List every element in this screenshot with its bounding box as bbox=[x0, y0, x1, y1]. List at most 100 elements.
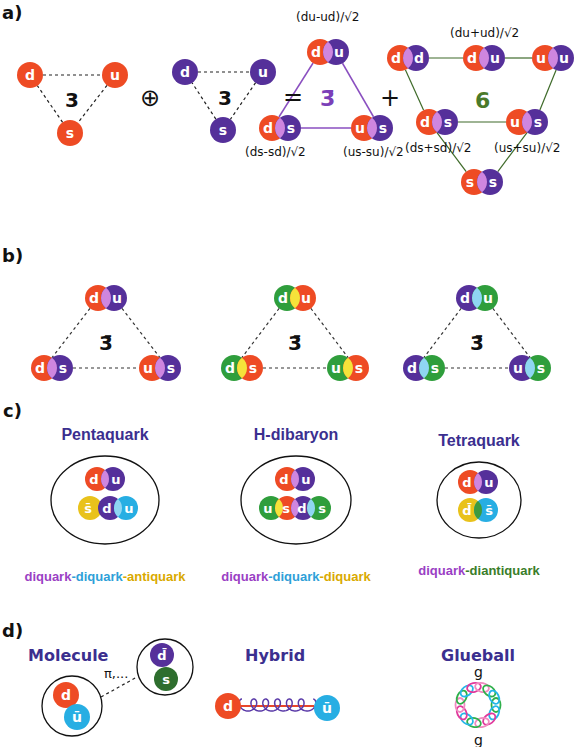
quark-circle: s bbox=[477, 169, 503, 195]
multiplet-line bbox=[192, 83, 216, 119]
quark-circle: d bbox=[53, 682, 79, 708]
quark-circle: s bbox=[432, 109, 458, 135]
quark-circle: d bbox=[172, 59, 198, 85]
multiplet-line bbox=[73, 367, 139, 368]
multiplet-line bbox=[505, 57, 532, 58]
diagram-label: (us+su)/√2 bbox=[494, 141, 560, 155]
multiplet-line bbox=[52, 308, 90, 357]
quark-circle: u bbox=[474, 470, 498, 494]
quark-circle: s bbox=[154, 667, 178, 691]
quark-circle: s bbox=[343, 355, 369, 381]
content-part: -diquark bbox=[268, 569, 319, 584]
quark-letter: u bbox=[104, 467, 128, 491]
hadron-title: Tetraquark bbox=[438, 432, 520, 450]
quark-letter: s bbox=[158, 355, 184, 381]
diagram-label: 3̄ bbox=[320, 86, 335, 111]
quark-letter: s bbox=[528, 355, 554, 381]
quark-letter: u bbox=[104, 285, 130, 311]
quark-letter: s bbox=[346, 355, 372, 381]
quark-letter: s bbox=[50, 355, 76, 381]
quark-circle: u bbox=[323, 39, 349, 65]
quark-letter: s bbox=[154, 667, 178, 691]
quark-circle: ū bbox=[314, 695, 340, 721]
quark-letter: d̄ bbox=[150, 643, 174, 667]
quark-circle: ū bbox=[64, 704, 90, 730]
diagram-label: 6 bbox=[475, 88, 490, 113]
content-part: -diantiquark bbox=[465, 563, 539, 578]
diagram-label: g bbox=[474, 732, 483, 747]
quark-letter: u bbox=[294, 467, 318, 491]
quark-letter: ū bbox=[64, 704, 90, 730]
gluon-loop bbox=[459, 683, 476, 699]
quark-letter: s bbox=[240, 355, 266, 381]
diagram-label: c) bbox=[3, 400, 22, 421]
quark-circle: u bbox=[291, 467, 315, 491]
gluon-loop bbox=[474, 682, 490, 694]
glueball-loops bbox=[455, 682, 502, 729]
quark-circle: s bbox=[210, 117, 236, 143]
quark-circle: d̄ bbox=[150, 643, 174, 667]
quark-letter: s̄ bbox=[477, 498, 501, 522]
quark-circle: s bbox=[419, 355, 445, 381]
quark-letter: s bbox=[278, 115, 304, 141]
quark-circle: u bbox=[472, 285, 498, 311]
quark-letter: u bbox=[117, 496, 141, 520]
diagram-label: a) bbox=[2, 2, 22, 23]
quark-letter: s bbox=[210, 117, 236, 143]
quark-letter: u bbox=[250, 59, 276, 85]
content-part: -diquark bbox=[71, 569, 122, 584]
quark-letter: u bbox=[551, 45, 577, 71]
diagram-label: 3 bbox=[65, 88, 79, 112]
quark-letter: d bbox=[215, 693, 241, 719]
quark-letter: d bbox=[172, 59, 198, 85]
quark-circle: u bbox=[548, 45, 574, 71]
quark-content: diquark-diquark-diquark bbox=[221, 569, 371, 584]
quark-circle: d bbox=[403, 45, 429, 71]
quark-circle: s bbox=[57, 120, 83, 146]
multiplet-line bbox=[198, 71, 250, 72]
quark-letter: u bbox=[475, 285, 501, 311]
content-part: -diquark bbox=[319, 569, 370, 584]
diagram-label: Hybrid bbox=[245, 646, 305, 665]
diagram-label: Molecule bbox=[28, 646, 108, 665]
quark-circle: u bbox=[102, 62, 128, 88]
quark-circle: s bbox=[237, 355, 263, 381]
quark-circle: s bbox=[155, 355, 181, 381]
quark-letter: s bbox=[370, 115, 396, 141]
quark-circle: s bbox=[47, 355, 73, 381]
quark-letter: u bbox=[477, 470, 501, 494]
hadron-ellipse: Tetraquarkdiquark-diantiquarkdud̄s̄ bbox=[436, 461, 522, 539]
diagram-label: (du+ud)/√2 bbox=[450, 26, 519, 40]
quark-content: diquark-diantiquark bbox=[418, 563, 539, 578]
quark-letter: s bbox=[57, 120, 83, 146]
quark-letter: s bbox=[480, 169, 506, 195]
quark-circle: u bbox=[101, 285, 127, 311]
gluon-loop bbox=[481, 711, 498, 727]
quark-letter: u bbox=[293, 285, 319, 311]
quark-letter: s bbox=[435, 109, 461, 135]
quark-letter: s̄ bbox=[76, 496, 100, 520]
quark-circle: u bbox=[479, 45, 505, 71]
quark-letter: u bbox=[102, 62, 128, 88]
quark-circle: s̄ bbox=[474, 498, 498, 522]
hadron-title: H-dibaryon bbox=[254, 426, 338, 444]
quark-circle: s bbox=[367, 115, 393, 141]
meson-outline bbox=[137, 639, 193, 695]
diagram-label: (ds+sd)/√2 bbox=[405, 141, 471, 155]
quark-circle: s bbox=[525, 355, 551, 381]
multiplet-line bbox=[429, 57, 463, 58]
meson-outline bbox=[42, 676, 102, 736]
diagram-label: b) bbox=[2, 245, 23, 266]
content-part: diquark bbox=[24, 569, 71, 584]
multiplet-line bbox=[37, 86, 62, 123]
content-part: -antiquark bbox=[123, 569, 186, 584]
quark-circle: u bbox=[250, 59, 276, 85]
diagram-label: 3 bbox=[218, 86, 232, 110]
hadron-ellipse: Pentaquarkdiquark-diquark-antiquarkdus̄d… bbox=[50, 455, 160, 545]
multiplet-line bbox=[122, 308, 160, 357]
multiplet-line bbox=[343, 63, 374, 117]
hadron-ellipse: H-dibaryondiquark-diquark-diquarkduusds bbox=[240, 455, 352, 545]
quark-circle: u bbox=[114, 496, 138, 520]
